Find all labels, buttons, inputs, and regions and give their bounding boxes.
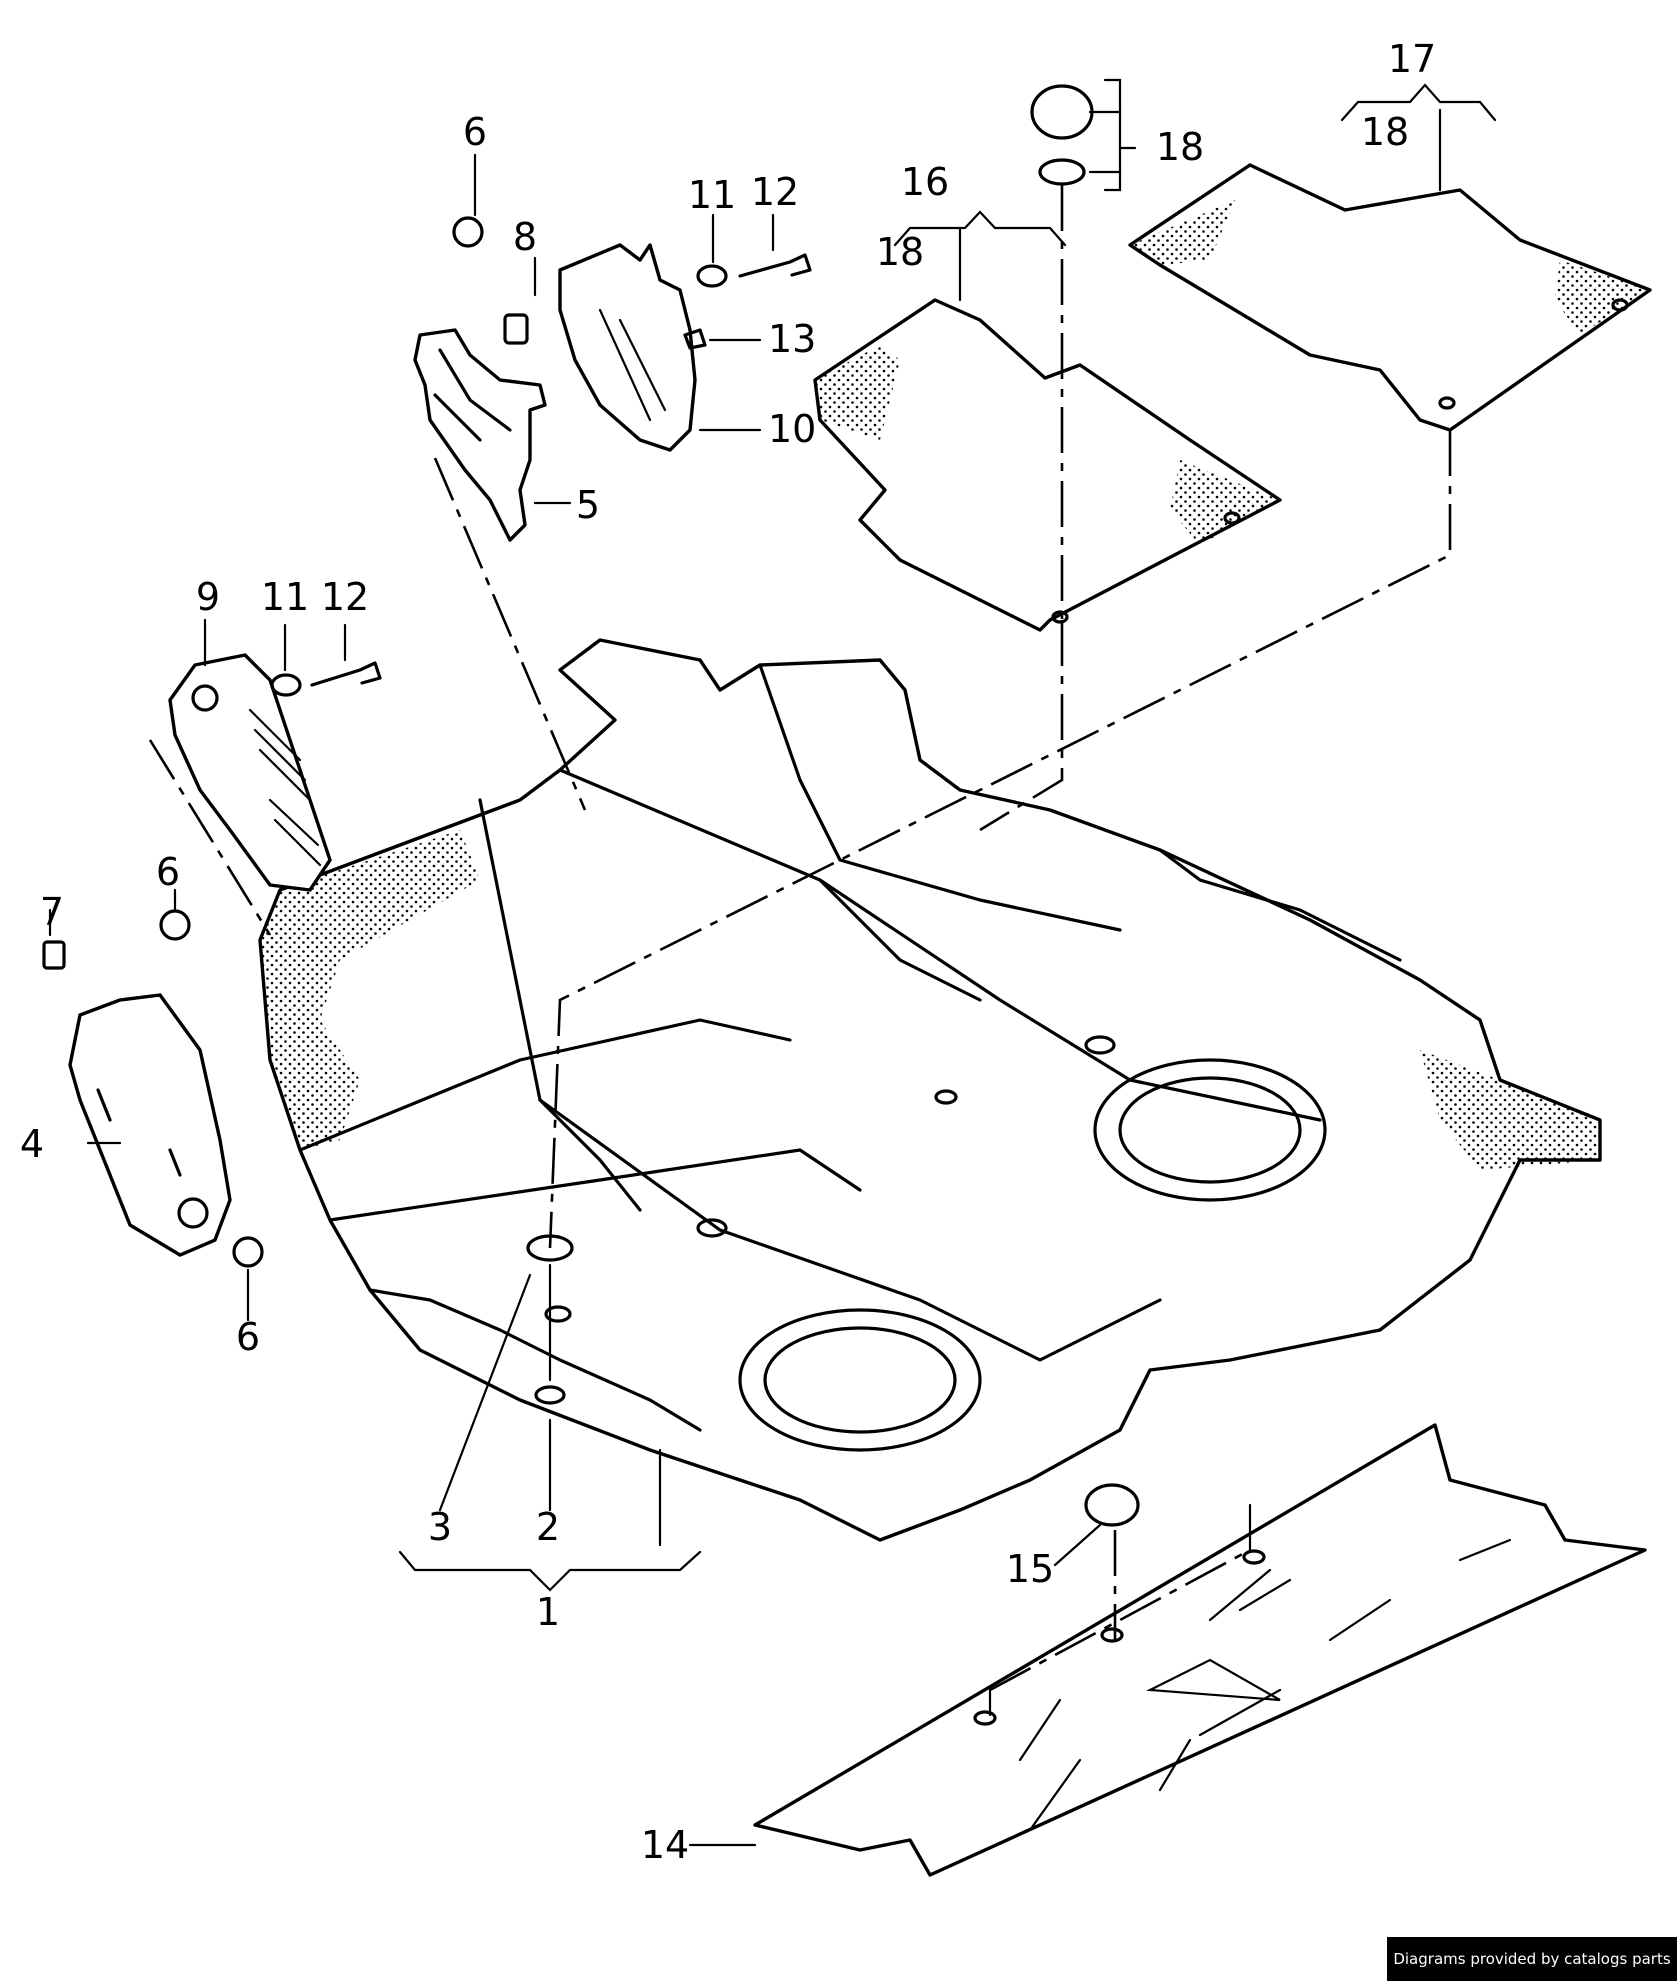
- label-11-top: 11: [688, 173, 736, 217]
- label-11-left: 11: [261, 575, 309, 619]
- label-4: 4: [20, 1122, 44, 1166]
- front-mat-16: [813, 298, 1282, 632]
- label-14: 14: [641, 1823, 689, 1867]
- label-5: 5: [576, 483, 600, 527]
- assembly-lines: [148, 185, 1452, 1717]
- fasteners: [42, 84, 1140, 1527]
- leader-lines: [48, 78, 1497, 1847]
- screw-12-left-icon: [310, 661, 382, 687]
- nut-6-bottom-icon: [232, 1236, 264, 1268]
- label-8: 8: [513, 215, 537, 259]
- floor-carpet: [258, 638, 1602, 1542]
- label-15: 15: [1006, 1547, 1054, 1591]
- rear-mat-17: [1128, 163, 1652, 432]
- screw-12-top-icon: [738, 253, 812, 278]
- nut-6-left-icon: [159, 909, 191, 941]
- diagram-credit: Diagrams provided by catalogs parts: [1387, 1937, 1677, 1981]
- label-18-rear-mat: 18: [1361, 110, 1409, 154]
- cap-18-icon: [1030, 84, 1094, 140]
- screw-13-icon: [683, 328, 707, 350]
- label-6-top: 6: [463, 110, 487, 154]
- label-3: 3: [428, 1505, 452, 1549]
- label-10: 10: [768, 407, 816, 451]
- washer-11-left-icon: [270, 673, 302, 697]
- bracket-4: [68, 993, 232, 1257]
- bracket-10: [558, 243, 697, 452]
- clip-8-icon: [503, 313, 529, 345]
- label-13: 13: [768, 317, 816, 361]
- label-6-left: 6: [156, 850, 180, 894]
- part-labels: 1 2 3 4 5 6 6 6 7 8 9 10 11 11 12 12 13 …: [20, 37, 1436, 1867]
- label-2: 2: [536, 1505, 560, 1549]
- label-1: 1: [536, 1590, 560, 1634]
- label-9: 9: [196, 575, 220, 619]
- nut-6-top-icon: [452, 216, 484, 248]
- bracket-5: [413, 328, 547, 542]
- insulation-14: [753, 1423, 1647, 1877]
- label-16: 16: [901, 160, 949, 204]
- label-18-clip: 18: [1156, 125, 1204, 169]
- washer-11-top-icon: [696, 264, 728, 288]
- clip-7-icon: [42, 940, 66, 970]
- plug-15-icon: [1084, 1483, 1140, 1527]
- label-7: 7: [40, 890, 64, 934]
- clip-2-icon: [534, 1385, 566, 1405]
- label-12-left: 12: [321, 575, 369, 619]
- label-6-bottom: 6: [236, 1315, 260, 1359]
- label-17: 17: [1388, 37, 1436, 81]
- panel-9: [168, 653, 332, 892]
- label-18-front-mat: 18: [876, 230, 924, 274]
- label-12-top: 12: [751, 170, 799, 214]
- base-18-icon: [1038, 158, 1086, 186]
